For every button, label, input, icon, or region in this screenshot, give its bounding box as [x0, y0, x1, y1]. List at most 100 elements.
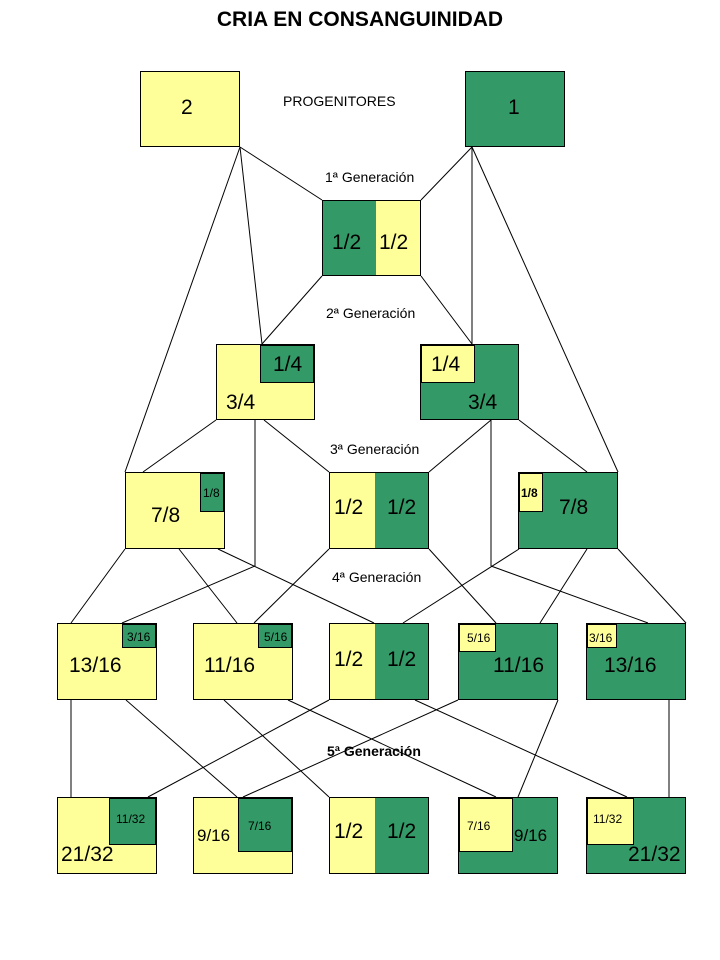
gen3-box-3: 1/8 7/8 — [518, 472, 618, 549]
parent-1-label: 1 — [508, 96, 520, 119]
gen4-box-5-corner-fraction: 3/16 — [589, 631, 613, 645]
gen5-box-5: 11/32 21/32 — [586, 797, 686, 874]
connector-line-2 — [420, 146, 473, 201]
label-gen4: 4ª Generación — [332, 569, 422, 585]
gen5-box-1-main-fraction: 21/32 — [61, 843, 114, 866]
gen3-box-1: 1/8 7/8 — [125, 472, 225, 549]
connector-line-8 — [420, 275, 473, 345]
gen1-left-fraction: 1/2 — [332, 231, 362, 254]
gen3-box-3-corner-fraction: 1/8 — [521, 486, 538, 500]
gen2-box-2-corner-fraction: 1/4 — [431, 353, 461, 376]
diagram-title: CRIA EN CONSANGUINIDAD — [216, 8, 504, 31]
gen4-box-4-corner-fraction: 5/16 — [467, 631, 491, 645]
gen5-box-4-corner-fraction: 7/16 — [467, 819, 491, 833]
connector-line-26 — [125, 699, 238, 798]
gen3-box-2: 1/2 1/2 — [329, 472, 429, 549]
gen4-box-1-corner-fraction: 3/16 — [127, 630, 151, 644]
connector-line-16 — [121, 565, 256, 624]
gen5-box-5-main-fraction: 21/32 — [628, 843, 681, 866]
gen4-box-3: 1/2 1/2 — [329, 623, 429, 700]
gen5-box-2-corner — [238, 798, 292, 852]
gen3-box-1-main-fraction: 7/8 — [151, 504, 181, 527]
gen5-box-2-corner-fraction: 7/16 — [248, 819, 272, 833]
connector-line-30 — [414, 699, 628, 798]
gen4-box-5-corner — [587, 624, 617, 648]
gen5-box-3-green-half — [375, 798, 428, 873]
gen4-box-3-green-half — [375, 624, 428, 699]
connector-line-27 — [223, 699, 330, 798]
label-gen1: 1ª Generación — [325, 169, 415, 185]
gen1-green-half — [323, 201, 376, 275]
gen4-box-1-corner — [122, 624, 156, 648]
connector-line-22 — [539, 548, 588, 624]
connector-line-5 — [124, 146, 241, 473]
gen5-box-5-corner-fraction: 11/32 — [593, 812, 623, 826]
gen4-box-5-main-fraction: 13/16 — [604, 654, 657, 677]
gen2-box-2: 1/4 3/4 — [420, 344, 519, 420]
connector-line-12 — [428, 419, 492, 473]
gen4-box-2-corner — [258, 624, 292, 648]
gen5-box-3: 1/2 1/2 — [329, 797, 429, 874]
label-gen2: 2ª Generación — [326, 305, 416, 321]
gen2-box-1-corner-fraction: 1/4 — [273, 353, 303, 376]
gen3-box-3-corner — [519, 473, 543, 512]
connector-line-15 — [70, 548, 126, 624]
gen3-box-2-left-fraction: 1/2 — [334, 496, 364, 519]
connector-line-32 — [517, 699, 559, 798]
gen2-box-1: 1/4 3/4 — [216, 344, 315, 420]
connector-line-29 — [147, 699, 330, 798]
gen5-box-1-corner-fraction: 11/32 — [116, 812, 146, 826]
gen4-box-2-corner-fraction: 5/16 — [264, 630, 288, 644]
gen3-box-1-corner-fraction: 1/8 — [203, 486, 220, 500]
gen3-box-2-right-fraction: 1/2 — [387, 496, 417, 519]
label-gen3: 3ª Generación — [330, 441, 420, 457]
connector-line-18 — [217, 548, 375, 624]
gen5-box-4-corner — [459, 798, 513, 852]
gen4-box-1-main-fraction: 13/16 — [69, 654, 122, 677]
gen2-box-2-main-fraction: 3/4 — [468, 391, 498, 414]
gen5-box-2-main-fraction: 9/16 — [197, 826, 231, 845]
gen4-box-4: 5/16 11/16 — [458, 623, 558, 700]
gen5-box-1-corner — [109, 798, 156, 845]
gen5-box-4: 7/16 9/16 — [458, 797, 558, 874]
connector-line-1 — [239, 146, 323, 201]
gen4-box-3-left-fraction: 1/2 — [334, 648, 364, 671]
gen4-box-4-corner — [459, 624, 496, 652]
gen4-box-5: 3/16 13/16 — [586, 623, 686, 700]
label-progenitores: PROGENITORES — [283, 93, 396, 109]
label-gen5: 5ª Generación — [327, 743, 421, 759]
gen4-box-3-right-fraction: 1/2 — [387, 648, 417, 671]
connector-line-3 — [239, 146, 263, 345]
gen3-box-1-corner — [200, 473, 224, 512]
gen3-box-3-main-fraction: 7/8 — [559, 496, 589, 519]
gen3-box-2-green-half — [375, 473, 428, 548]
gen1-box: 1/2 1/2 — [322, 200, 421, 276]
gen5-box-3-left-fraction: 1/2 — [334, 820, 364, 843]
parent-1-box: 1 — [465, 71, 565, 147]
connector-line-7 — [261, 275, 323, 345]
gen1-right-fraction: 1/2 — [379, 231, 409, 254]
connector-line-17 — [178, 548, 238, 624]
gen4-box-2-main-fraction: 11/16 — [204, 654, 255, 677]
gen4-box-1: 3/16 13/16 — [57, 623, 157, 700]
gen4-box-4-main-fraction: 11/16 — [493, 654, 544, 677]
connector-line-28 — [287, 699, 497, 798]
connector-line-14 — [518, 419, 588, 473]
connector-line-19 — [253, 548, 330, 624]
gen5-box-5-corner — [587, 798, 634, 845]
connector-line-11 — [263, 419, 330, 473]
connector-line-31 — [242, 699, 459, 798]
connector-line-21 — [402, 548, 520, 624]
parent-2-box: 2 — [140, 71, 240, 147]
gen5-box-4-main-fraction: 9/16 — [514, 826, 548, 845]
connector-line-24 — [617, 548, 687, 624]
gen5-box-1: 11/32 21/32 — [57, 797, 157, 874]
gen2-box-1-main-fraction: 3/4 — [226, 391, 256, 414]
gen5-box-2: 7/16 9/16 — [193, 797, 293, 874]
gen4-box-2: 5/16 11/16 — [193, 623, 293, 700]
connector-line-20 — [428, 548, 497, 624]
parent-2-label: 2 — [181, 96, 193, 119]
connector-line-6 — [471, 146, 619, 473]
connector-line-9 — [142, 419, 217, 473]
